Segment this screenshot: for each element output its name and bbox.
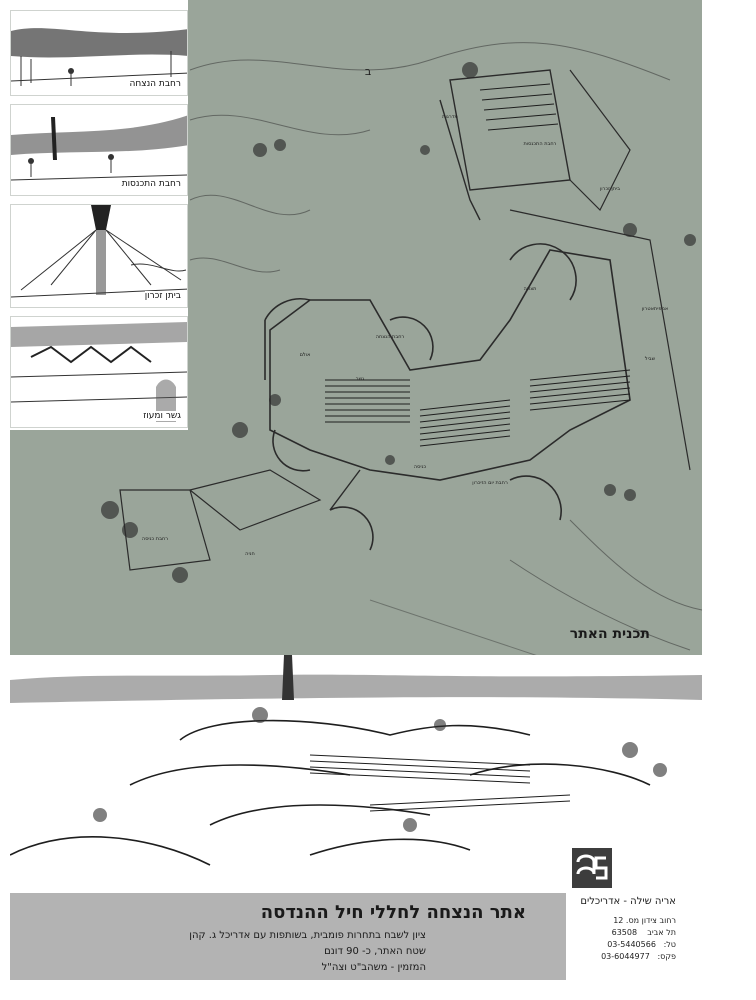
firm-city: תל אביב [647, 928, 676, 937]
sketch-label: רחבת התכנסות [121, 179, 181, 189]
site-plan-panel [188, 0, 702, 665]
sketch-memorial-plaza: רחבת הנצחה [10, 10, 188, 96]
firm-logo-icon [572, 848, 612, 888]
plan-label-plaza-entrance: רחבת כניסה [142, 536, 168, 542]
plan-label-memorial-day: רחבת יום הזיכרון [472, 480, 508, 486]
site-plan-panel-extension [10, 430, 188, 665]
plan-label-path: שביל [645, 356, 656, 362]
poster-title: אתר הנצחה לחללי חיל ההנדסה [260, 902, 526, 923]
firm-fax: 03-6044977 [601, 952, 650, 961]
firm-city-line: תל אביב 63508 [612, 928, 676, 937]
title-band [10, 893, 566, 980]
firm-street: רחוב צידון מס. 12 [613, 916, 676, 925]
plan-label-exhibit: תצוגה [524, 286, 537, 292]
sketch-pavilion: ביתן זכרון [10, 204, 188, 308]
plan-label-amphitheater: אמפיתאטרון [642, 306, 668, 312]
firm-tel: 03-5440566 [607, 940, 656, 949]
sketch-label: רחבת הנצחה [129, 79, 181, 89]
plan-label-bridge: גשר [356, 376, 364, 382]
subtitle-competition: ציון לשבח בתחרות פומבית, בשותפות עם אדרי… [189, 930, 426, 941]
site-plan-drawing: ב רחבת התכנסות רחבת הנצחה ביתן זכרון מדר… [101, 42, 702, 661]
sketch-drawing [11, 28, 187, 86]
firm-fax-line: פקס: 03-6044977 [601, 952, 676, 961]
plan-label-parking: חניה [245, 551, 255, 557]
subtitle-area: שטח האתר, כ- 90 דונם [324, 946, 426, 957]
north-marker: ב [365, 65, 371, 78]
firm-zip: 63508 [611, 928, 638, 937]
sketch-gathering-plaza: רחבת התכנסות [10, 104, 188, 196]
plan-label-hall: אולם [300, 352, 311, 358]
plan-label-gathering: רחבת התכנסות [524, 141, 557, 147]
firm-block: אריה שילה - אדריכלים רחוב צידון מס. 12 ת… [566, 840, 680, 990]
sketch-label: גשר ומעוז [143, 411, 181, 421]
firm-tel-line: טל: 03-5440566 [607, 940, 676, 949]
sketch-drawing [11, 115, 187, 181]
sketch-drawing [11, 205, 187, 298]
plan-label-pavilion: ביתן זכרון [600, 186, 620, 192]
firm-fax-label: פקס: [657, 952, 676, 961]
sketch-label: ביתן זכרון [144, 291, 181, 301]
subtitle-client: המזמין - משהב"ט וצה"ל [321, 962, 426, 973]
plan-label-stairs: מדרגות [442, 114, 458, 120]
plan-label-entrance: כניסה [414, 464, 427, 470]
sketch-bridge: גשר ומעוז [10, 316, 188, 428]
firm-name: אריה שילה - אדריכלים [580, 896, 676, 907]
plan-caption: תכנית האתר [569, 626, 650, 642]
firm-tel-label: טל: [663, 940, 676, 949]
plan-label-memorial: רחבת הנצחה [376, 334, 405, 340]
